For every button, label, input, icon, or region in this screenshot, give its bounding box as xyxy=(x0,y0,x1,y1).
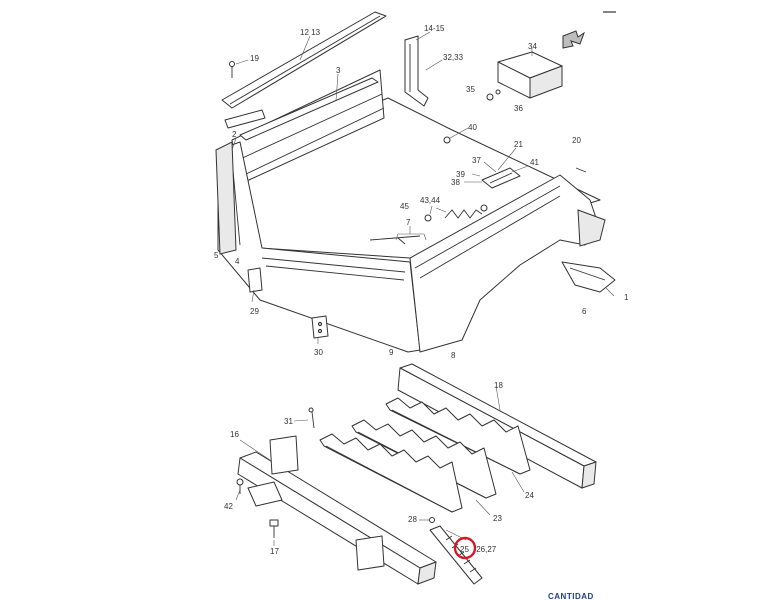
callout-39: 39 xyxy=(456,170,465,179)
storage-box-34 xyxy=(497,51,563,99)
bolt-20 xyxy=(575,167,587,173)
callout-1: 1 xyxy=(624,293,629,302)
side-rail-3 xyxy=(239,77,379,141)
callout-17: 17 xyxy=(270,547,279,556)
callout-7: 7 xyxy=(406,218,411,227)
clip-30 xyxy=(311,315,329,339)
callout-43-44: 43,44 xyxy=(420,196,441,205)
callout-6: 6 xyxy=(582,307,587,316)
bolt-42 xyxy=(236,478,244,494)
bolt-28 xyxy=(429,517,435,523)
highlight-ring xyxy=(453,536,477,560)
callout-18: 18 xyxy=(494,381,503,390)
mudflap-1 xyxy=(561,261,616,293)
frame-rail-16 xyxy=(237,435,437,585)
callout-31: 31 xyxy=(284,417,293,426)
callout-labels: 12 13 14-15 32,33 34 35 36 19 3 40 2 21 … xyxy=(214,24,629,556)
callout-35: 35 xyxy=(466,85,475,94)
callout-21: 21 xyxy=(514,140,523,149)
callout-38: 38 xyxy=(451,178,460,187)
footer-cantidad[interactable]: CANTIDAD xyxy=(548,592,594,600)
callout-45: 45 xyxy=(400,202,409,211)
bracket-14-15 xyxy=(404,35,429,107)
callout-30: 30 xyxy=(314,348,323,357)
callout-8: 8 xyxy=(451,351,456,360)
callout-23: 23 xyxy=(493,514,502,523)
mount-bracket xyxy=(247,481,283,507)
callout-2: 2 xyxy=(232,130,237,139)
callout-32-33: 32,33 xyxy=(443,53,464,62)
top-rail-12-13 xyxy=(221,11,387,129)
cap-40 xyxy=(443,136,451,144)
callout-26-27: .26,27 xyxy=(474,545,497,554)
callout-25[interactable]: 25 xyxy=(460,545,469,554)
bolt-19 xyxy=(229,61,235,78)
callout-24: 24 xyxy=(525,491,534,500)
callout-3: 3 xyxy=(336,66,341,75)
callout-29: 29 xyxy=(250,307,259,316)
callout-34: 34 xyxy=(528,42,537,51)
callout-9: 9 xyxy=(389,348,394,357)
washer-45 xyxy=(424,214,432,222)
callout-36: 36 xyxy=(514,104,523,113)
callout-41: 41 xyxy=(530,158,539,167)
callout-5: 5 xyxy=(214,251,219,260)
bolt-35 xyxy=(486,93,494,101)
spring-43-44 xyxy=(444,204,488,219)
nut-36 xyxy=(495,89,501,95)
arrow-tag-icon xyxy=(562,30,585,49)
callout-28: 28 xyxy=(408,515,417,524)
hinge-plate-41 xyxy=(481,167,521,189)
callout-12-13: 12 13 xyxy=(300,28,321,37)
callout-16: 16 xyxy=(230,430,239,439)
callout-37: 37 xyxy=(472,156,481,165)
bolt-17 xyxy=(269,519,279,538)
callout-14-15: 14-15 xyxy=(424,24,445,33)
callout-20: 20 xyxy=(572,136,581,145)
corrugated-rail-24 xyxy=(385,397,531,475)
corrugated-rail-23 xyxy=(319,433,463,513)
callout-4: 4 xyxy=(235,257,240,266)
bed-body xyxy=(215,69,606,353)
leader-lines xyxy=(231,31,615,546)
callout-19: 19 xyxy=(250,54,259,63)
bracket-29 xyxy=(247,267,263,293)
callout-42: 42 xyxy=(224,502,233,511)
callout-40: 40 xyxy=(468,123,477,132)
screw-31 xyxy=(308,407,315,429)
